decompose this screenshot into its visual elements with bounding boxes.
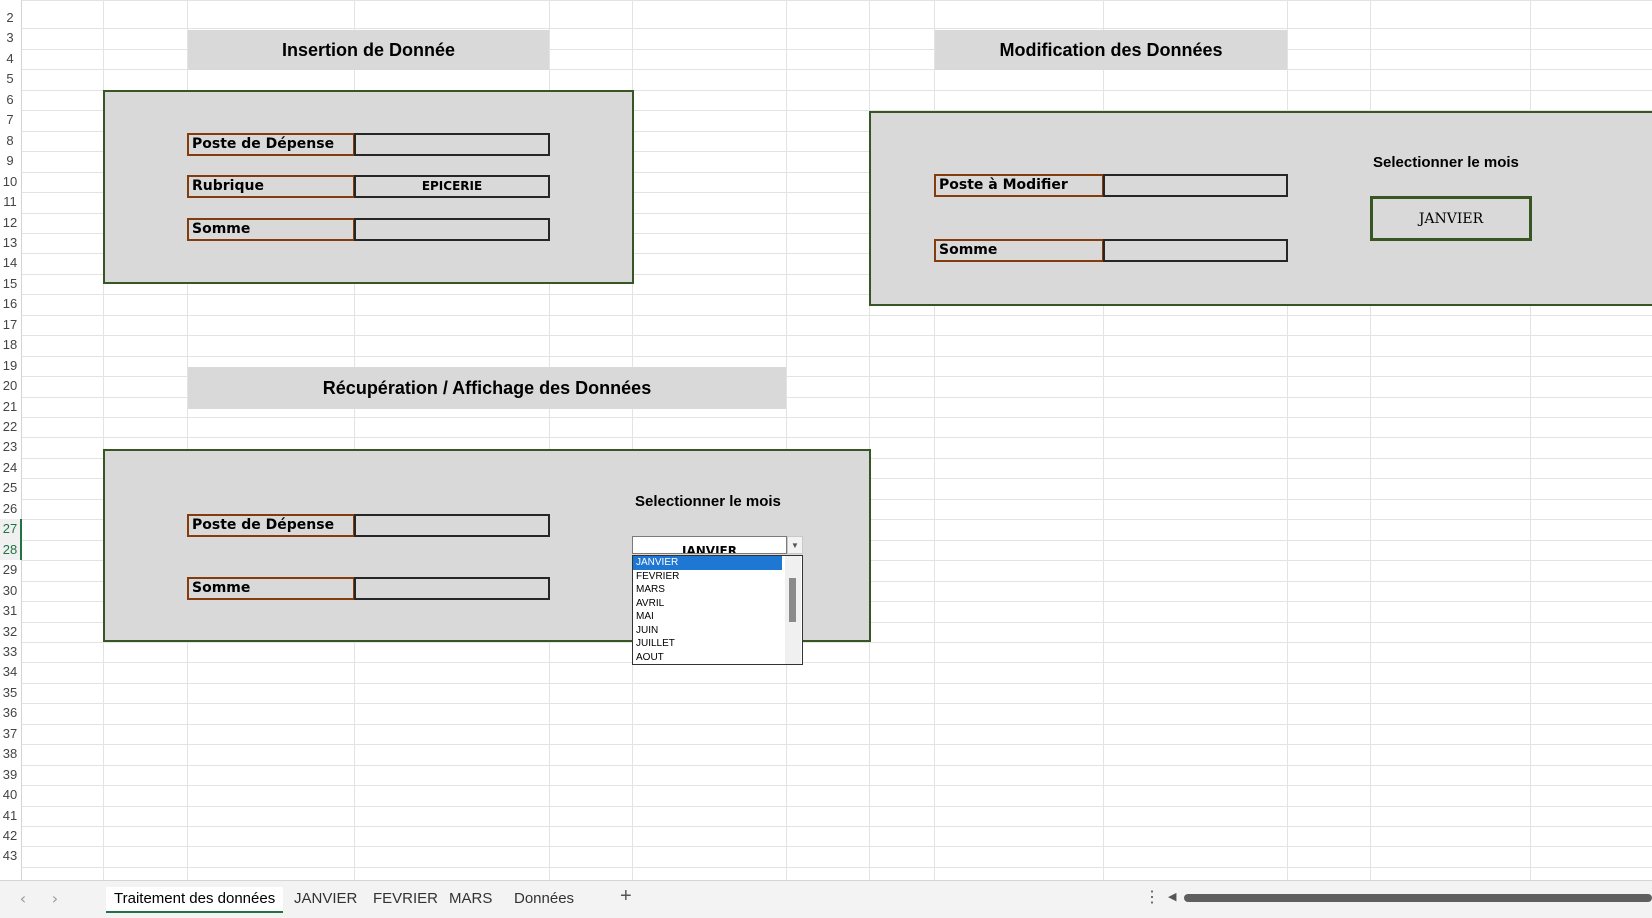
modification-panel xyxy=(869,111,1652,306)
modification-select-label: Selectionner le mois xyxy=(1373,154,1519,171)
row-number[interactable]: 35 xyxy=(2,684,18,700)
row-number[interactable]: 6 xyxy=(6,91,14,107)
tab-janvier[interactable]: JANVIER xyxy=(294,890,358,907)
row-number[interactable]: 43 xyxy=(2,848,18,864)
dropdown-option[interactable]: FEVRIER xyxy=(636,570,680,582)
modification-somme-field[interactable] xyxy=(1103,239,1288,262)
next-sheet-icon[interactable]: › xyxy=(51,889,59,908)
row-number[interactable]: 22 xyxy=(2,419,18,434)
dropdown-option[interactable]: JANVIER xyxy=(633,556,782,570)
insertion-somme-field[interactable] xyxy=(354,218,550,241)
row-number[interactable]: 23 xyxy=(2,439,18,455)
row-number[interactable]: 4 xyxy=(6,50,14,66)
row-number[interactable]: 41 xyxy=(2,807,18,823)
row-number[interactable]: 8 xyxy=(6,132,14,148)
chevron-down-icon[interactable]: ▼ xyxy=(787,536,803,554)
row-number[interactable]: 18 xyxy=(2,337,18,353)
dropdown-option[interactable]: JUIN xyxy=(636,624,659,636)
row-number[interactable]: 17 xyxy=(2,316,18,332)
row-number[interactable]: 10 xyxy=(2,173,18,189)
row-number[interactable]: 29 xyxy=(2,562,18,578)
insertion-title: Insertion de Donnée xyxy=(188,30,549,70)
row-number[interactable]: 2 xyxy=(6,10,14,25)
row-number[interactable]: 20 xyxy=(2,378,18,394)
row-number[interactable]: 9 xyxy=(6,153,14,169)
prev-sheet-icon[interactable]: ‹ xyxy=(19,889,27,908)
recuperation-poste-label: Poste de Dépense xyxy=(187,514,355,537)
row-number[interactable]: 27 xyxy=(0,519,22,540)
insertion-rubrique-field[interactable]: EPICERIE xyxy=(354,175,550,198)
row-number[interactable]: 32 xyxy=(2,623,18,639)
row-number[interactable]: 26 xyxy=(2,500,18,516)
row-number[interactable]: 40 xyxy=(2,787,18,803)
row-number[interactable]: 36 xyxy=(2,705,18,721)
recuperation-poste-field[interactable] xyxy=(354,514,550,537)
row-number[interactable]: 5 xyxy=(6,71,14,87)
recuperation-select-label: Selectionner le mois xyxy=(635,493,781,510)
sheet-tab-bar: ‹ › Traitement des données JANVIER FEVRI… xyxy=(0,880,1652,918)
recuperation-title: Récupération / Affichage des Données xyxy=(188,367,786,409)
row-number[interactable]: 30 xyxy=(2,582,18,598)
dropdown-scroll-thumb[interactable] xyxy=(789,578,796,622)
insertion-somme-label: Somme xyxy=(187,218,355,241)
dropdown-option[interactable]: AVRIL xyxy=(636,597,665,609)
tab-traitement[interactable]: Traitement des données xyxy=(106,887,284,913)
row-number[interactable]: 28 xyxy=(0,539,22,561)
tab-donnees[interactable]: Données xyxy=(514,890,575,907)
add-sheet-icon[interactable]: + xyxy=(620,885,632,907)
modification-poste-field[interactable] xyxy=(1103,174,1288,197)
scroll-left-icon[interactable]: ◀ xyxy=(1168,891,1177,903)
month-combobox[interactable]: JANVIER xyxy=(632,536,787,554)
modification-title: Modification des Données xyxy=(935,30,1287,70)
recuperation-somme-label: Somme xyxy=(187,577,355,600)
horizontal-scrollbar-thumb[interactable] xyxy=(1184,894,1652,902)
row-number[interactable]: 7 xyxy=(6,112,14,128)
row-number[interactable]: 25 xyxy=(2,480,18,496)
row-number[interactable]: 11 xyxy=(3,194,17,210)
tab-mars[interactable]: MARS xyxy=(449,890,493,907)
tab-fevrier[interactable]: FEVRIER xyxy=(373,890,439,907)
modification-month-button[interactable]: JANVIER xyxy=(1370,196,1532,241)
dropdown-option[interactable]: MAI xyxy=(636,611,654,622)
insertion-poste-field[interactable] xyxy=(354,133,550,156)
row-number[interactable]: 15 xyxy=(2,275,18,291)
insertion-poste-label: Poste de Dépense xyxy=(187,133,355,156)
row-number[interactable]: 13 xyxy=(2,234,18,250)
dropdown-scrollbar[interactable] xyxy=(785,556,801,664)
row-number[interactable]: 37 xyxy=(2,725,18,741)
row-number[interactable]: 14 xyxy=(2,255,18,271)
row-number[interactable]: 24 xyxy=(2,459,18,475)
modification-somme-label: Somme xyxy=(934,239,1104,262)
row-number[interactable]: 39 xyxy=(2,766,18,782)
row-number[interactable]: 21 xyxy=(2,398,18,414)
row-number[interactable]: 34 xyxy=(2,664,18,680)
row-number[interactable]: 3 xyxy=(6,30,14,46)
row-number[interactable]: 42 xyxy=(2,828,18,843)
dropdown-option[interactable]: AOUT xyxy=(636,651,664,663)
row-number[interactable]: 12 xyxy=(2,214,18,230)
row-number[interactable]: 33 xyxy=(2,643,18,659)
recuperation-somme-field[interactable] xyxy=(354,577,550,600)
row-number[interactable]: 38 xyxy=(2,746,18,762)
modification-poste-label: Poste à Modifier xyxy=(934,174,1104,197)
row-number[interactable]: 16 xyxy=(2,296,18,312)
row-number[interactable]: 19 xyxy=(2,357,18,373)
row-number[interactable]: 31 xyxy=(2,603,18,619)
insertion-rubrique-label: Rubrique xyxy=(187,175,355,198)
dropdown-option[interactable]: MARS xyxy=(636,584,665,595)
dropdown-option[interactable]: JUILLET xyxy=(636,638,675,649)
more-options-icon[interactable]: ⋮ xyxy=(1144,889,1160,906)
